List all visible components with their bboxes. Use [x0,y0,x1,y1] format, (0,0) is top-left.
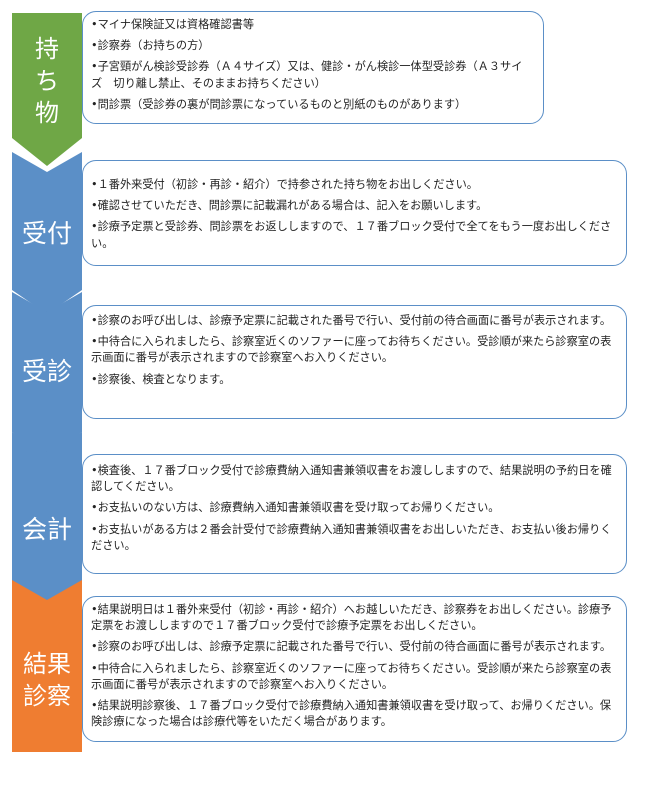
detail-item: •結果説明診察後、１７番ブロック受付で診療費納入通知書兼領収書を受け取って、お帰… [91,699,612,729]
step-belongings-detail-box: •マイナ保険証又は資格確認書等 •診察券（お持ちの方） •子宮頸がん検診受診券（… [82,11,544,124]
detail-item: •検査後、１７番ブロック受付で診療費納入通知書兼領収書をお渡ししますので、結果説… [91,464,612,494]
detail-item: •診察後、検査となります。 [91,372,231,386]
detail-item: •子宮頸がん検診受診券（Ａ４サイズ）又は、健診・がん検診一体型受診券（Ａ３サイズ… [91,60,523,90]
step-results-detail-box: •結果説明日は１番外来受付（初診・再診・紹介）へお越しいただき、診察券をお出しく… [82,596,627,742]
step-reception: 受付 •１番外来受付（初診・再診・紹介）で持参された持ち物をお出しください。 •… [0,152,659,317]
step-payment: 会計 •検査後、１７番ブロック受付で診療費納入通知書兼領収書をお渡ししますので、… [0,432,659,612]
detail-item: •お支払いがある方は２番会計受付で診療費納入通知書兼領収書をお出しいただき、お支… [91,522,612,552]
detail-item: •中待合に入られましたら、診察室近くのソファーに座ってお待ちください。受診順が来… [91,335,612,365]
detail-item: •お支払いのない方は、診療費納入通知書兼領収書を受け取ってお帰りください。 [91,501,500,515]
title-line: 診察 [23,682,71,710]
step-belongings: 持 ち 物 •マイナ保険証又は資格確認書等 •診察券（お持ちの方） •子宮頸がん… [0,0,659,170]
step-results: 結果 診察 •結果説明日は１番外来受付（初診・再診・紹介）へお越しいただき、診察… [0,580,659,780]
title-line: 受付 [21,219,72,248]
step-consultation-title: 受診 [12,352,82,392]
title-line: 会計 [21,515,72,544]
detail-item: •問診票（受診券の裏が問診票になっているものと別紙のものがあります） [91,97,467,111]
detail-item: •診察のお呼び出しは、診療予定票に記載された番号で行い、受付前の待合画面に番号が… [91,640,612,654]
step-payment-chevron [12,432,82,608]
step-consultation-detail-box: •診察のお呼び出しは、診療予定票に記載された番号で行い、受付前の待合画面に番号が… [82,305,627,419]
chevron-shape [12,152,82,314]
title-line: 物 [35,98,59,127]
detail-item: •中待合に入られましたら、診察室近くのソファーに座ってお待ちください。受診順が来… [91,661,612,691]
step-belongings-title: 持 ち 物 [12,28,82,133]
detail-item: •診察券（お持ちの方） [91,39,210,53]
step-results-title: 結果 診察 [12,640,82,720]
step-payment-detail-box: •検査後、１７番ブロック受付で診療費納入通知書兼領収書をお渡ししますので、結果説… [82,454,627,574]
step-payment-title: 会計 [12,510,82,550]
title-line: ち [35,66,59,95]
detail-item: •診察のお呼び出しは、診療予定票に記載された番号で行い、受付前の待合画面に番号が… [91,314,612,327]
detail-item: •１番外来受付（初診・再診・紹介）で持参された持ち物をお出しください。 [91,178,478,191]
step-belongings-chevron [12,13,82,166]
detail-item: •確認させていただき、問診票に記載漏れがある場合は、記入をお願いします。 [91,199,488,213]
chevron-shape [12,292,82,456]
step-reception-title: 受付 [12,214,82,254]
detail-item: •診療予定票と受診券、問診票をお返ししますので、１７番ブロック受付で全てをもう一… [91,220,612,250]
step-consultation: 受診 •診察のお呼び出しは、診療予定票に記載された番号で行い、受付前の待合画面に… [0,292,659,457]
title-line: 受診 [21,357,72,386]
chevron-shape [12,580,82,752]
title-line: 結果 [23,650,71,678]
step-reception-detail-box: •１番外来受付（初診・再診・紹介）で持参された持ち物をお出しください。 •確認さ… [82,160,627,266]
detail-item: •結果説明日は１番外来受付（初診・再診・紹介）へお越しいただき、診察券をお出しく… [91,603,612,633]
detail-item: •マイナ保険証又は資格確認書等 [91,18,255,31]
chevron-shape [12,13,82,166]
step-consultation-chevron [12,292,82,456]
chevron-shape [12,432,82,608]
step-results-chevron [12,580,82,752]
step-reception-chevron [12,152,82,314]
title-line: 持 [35,34,59,63]
